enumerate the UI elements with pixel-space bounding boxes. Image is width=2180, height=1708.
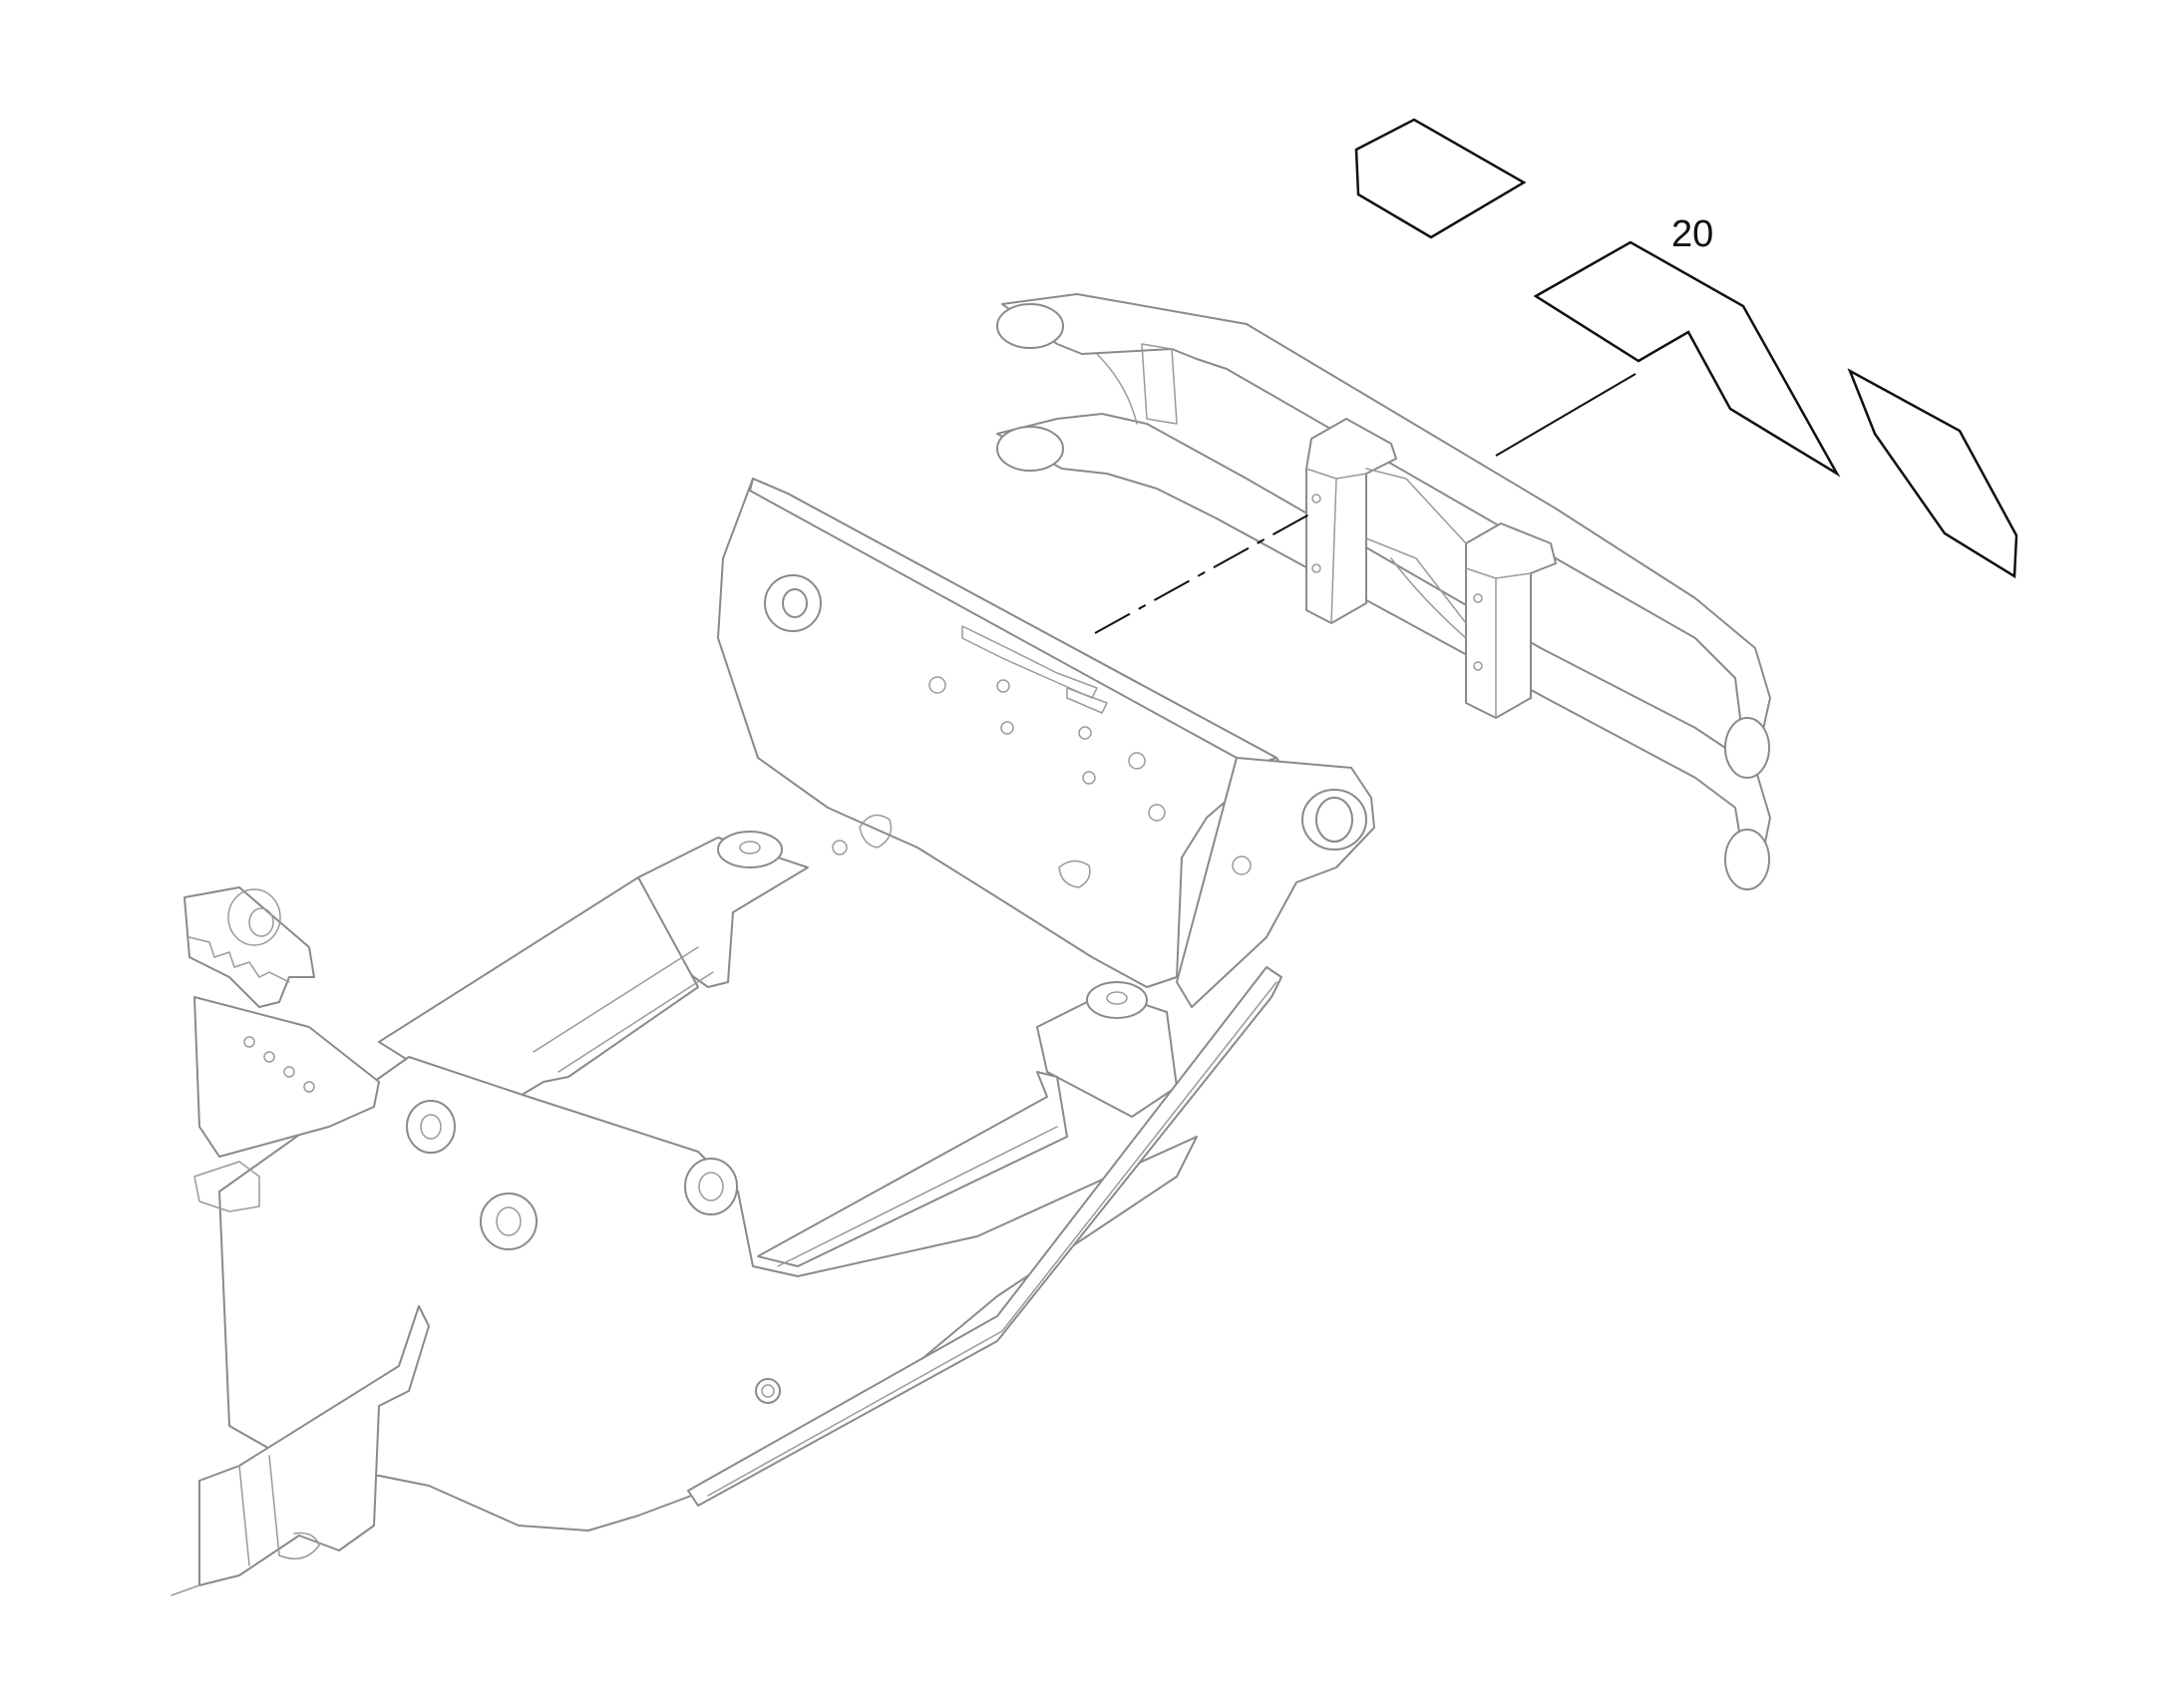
decal-parallelogram xyxy=(1847,368,2018,579)
clip-left-pin xyxy=(832,840,848,855)
right-mount-bushing xyxy=(1086,981,1148,1019)
decal-set xyxy=(1354,118,2018,579)
guard-bar-mount-block-right xyxy=(1465,522,1557,719)
guard-bar-cap-bottom-left xyxy=(996,426,1064,472)
clip-left xyxy=(859,814,893,849)
frame-plate-holes xyxy=(928,676,1252,875)
guard-bar-cap-bottom-right xyxy=(1724,829,1770,890)
callout-20-leader xyxy=(1495,373,1636,457)
chassis-frame xyxy=(171,478,1375,1596)
assembly-centerline xyxy=(1094,510,1317,634)
guard-bar-assembly xyxy=(996,293,1771,890)
side-plate-boss-1 xyxy=(406,1100,456,1154)
side-plate-hole xyxy=(755,1378,781,1404)
frame-slot-tab xyxy=(961,625,1098,699)
frame-left-eye-inner xyxy=(782,588,808,618)
decal-hexagon xyxy=(1354,118,1527,239)
guard-bar-web xyxy=(1141,343,1178,425)
left-background-assembly xyxy=(183,886,380,1212)
frame-skid-plate xyxy=(687,966,1282,1507)
guard-bar-bracket xyxy=(1365,468,1467,639)
decal-chevron xyxy=(1533,240,1841,478)
side-plate-boss-3 xyxy=(684,1158,738,1215)
frame-inner-channel xyxy=(757,1071,1068,1267)
frame-slot-tab-2 xyxy=(1066,687,1108,714)
callout-label-20: 20 xyxy=(1671,213,1714,255)
side-plate-boss-2 xyxy=(480,1193,538,1250)
frame-right-eye-inner xyxy=(1315,797,1353,843)
guard-bar-cap-top-left xyxy=(996,303,1064,349)
lower-left-bracket xyxy=(198,1305,430,1586)
left-mount-bushing xyxy=(717,831,783,868)
clip-right xyxy=(1058,859,1091,888)
guard-bar-cap-top-right xyxy=(1724,717,1770,779)
